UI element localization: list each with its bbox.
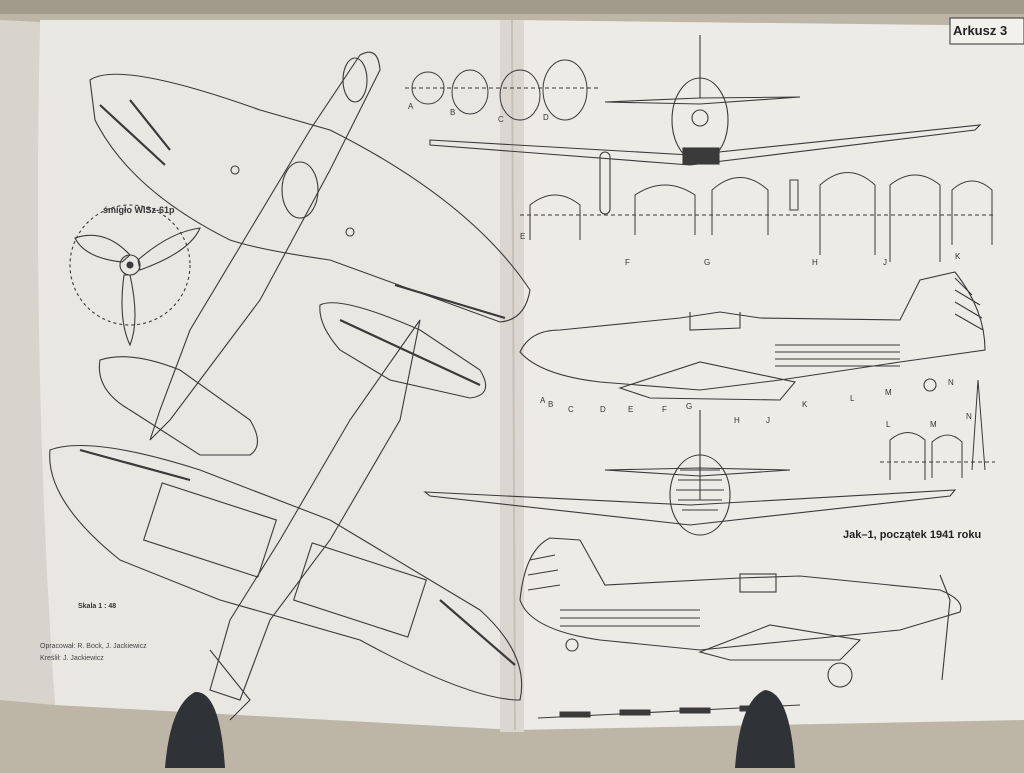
side-view-left <box>519 537 962 688</box>
left-page <box>37 20 516 730</box>
station-letter: K <box>802 400 808 409</box>
left-page-edge <box>0 20 55 705</box>
section-letter: K <box>955 252 961 261</box>
station-letter: F <box>662 405 667 414</box>
scale-label: Skala 1 : 48 <box>78 603 117 610</box>
plan-view-top <box>89 51 531 456</box>
section-letter: C <box>498 115 504 124</box>
cross-sections-top <box>405 59 600 121</box>
book-stand-left <box>165 691 225 768</box>
section-letter: E <box>520 232 526 241</box>
front-view <box>429 35 982 215</box>
rear-view <box>423 410 957 536</box>
station-letter: A <box>540 396 546 405</box>
station-letter: E <box>628 405 634 414</box>
cross-sections-tail <box>880 379 995 480</box>
aircraft-caption: Jak–1, początek 1941 roku <box>843 529 982 541</box>
station-letter: M <box>885 388 892 397</box>
station-letter: D <box>600 405 606 414</box>
book-stand-right <box>735 690 795 768</box>
station-letter: L <box>850 394 855 403</box>
section-letter: M <box>930 420 937 429</box>
section-letter: A <box>408 102 414 111</box>
section-letter: B <box>450 108 456 117</box>
plan-view-bottom <box>49 319 523 721</box>
propeller-label: śmigło WISz-61p <box>103 205 175 215</box>
propeller-drawing <box>69 204 201 347</box>
section-letter: H <box>812 258 818 267</box>
section-letter: D <box>543 113 549 122</box>
station-letter: H <box>734 416 740 425</box>
credit-authors: Opracował: R. Bock, J. Jackiewicz <box>40 643 147 650</box>
section-letter: F <box>625 258 630 267</box>
station-letter: B <box>548 400 554 409</box>
sheet-label: Arkusz 3 <box>953 23 1008 38</box>
side-view-right <box>519 271 986 401</box>
section-letter: G <box>704 258 711 267</box>
station-letter: C <box>568 405 574 414</box>
section-letter: L <box>886 420 891 429</box>
station-letter: G <box>686 402 693 411</box>
right-page <box>512 20 1024 730</box>
top-edge <box>0 0 1024 14</box>
station-letter: J <box>766 416 770 425</box>
credit-drawing: Kreślił: J. Jackiewicz <box>40 655 104 662</box>
station-letter: N <box>948 378 954 387</box>
sheet-label-box <box>949 17 1024 45</box>
cross-sections-fuselage <box>520 172 995 262</box>
section-letter: J <box>883 258 887 267</box>
section-letter: N <box>966 412 972 421</box>
